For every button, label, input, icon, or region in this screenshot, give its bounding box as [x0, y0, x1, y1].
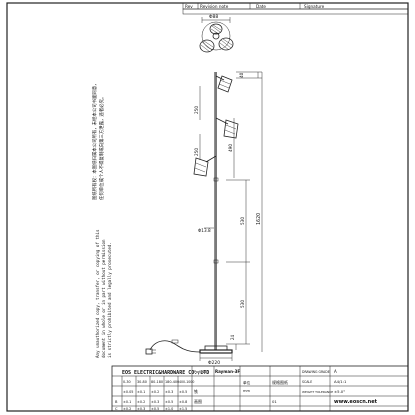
- shade-top: [209, 23, 223, 35]
- tol-r1-c3: ±0.5: [165, 400, 173, 404]
- note-cn-line-1: 图纸所有权：本图纸归属本公司所有，未经本公司书面同意，: [91, 81, 98, 200]
- rev-col-label: Rev: [185, 4, 193, 9]
- top-view-diameter-label: Φ88: [209, 14, 218, 20]
- tol-head-0: 0-30: [123, 380, 131, 384]
- tol-r0-c0: ±0.05: [123, 390, 133, 394]
- tol-head-2: 80-180: [151, 380, 163, 384]
- tol-grade-2: C: [115, 407, 118, 411]
- note-en-line-2: document in whole or in part without per…: [101, 239, 106, 358]
- weight-tolerance-value: ±5.0°: [334, 389, 345, 394]
- tol-r1-c4: ±0.8: [179, 400, 187, 404]
- dim-arm-middle: 250: [194, 148, 199, 156]
- tol-r0-c2: ±0.2: [151, 390, 159, 394]
- tol-r1-c1: ±0.2: [137, 400, 145, 404]
- date-col-label: Date: [256, 4, 266, 9]
- signature-col-label: Signature: [304, 4, 325, 9]
- ownership-notes-en: Any unauthorized copy, transfer, or copy…: [95, 229, 112, 358]
- tol-r0-c4: ±0.5: [179, 390, 187, 394]
- note-cn-line-2: 任何单位或个人不得复制或向第三方泄露，违者必究。: [98, 95, 105, 200]
- side-shade-right: [215, 117, 239, 139]
- dim-base-diameter: Φ220: [208, 360, 220, 366]
- shade-right: [218, 37, 234, 51]
- weight-tolerance-label: WEIGHT TOLERANCE: [302, 390, 333, 394]
- tol-r1-c0: ±0.1: [123, 400, 131, 404]
- dim-overall-height: 1620: [256, 213, 262, 225]
- drawing-grade-label: DRAWING GRADE: [302, 370, 330, 374]
- dim-arm-right: 490: [228, 144, 233, 152]
- sheet-number: 01: [272, 399, 277, 404]
- side-view: 40 1620 490 530 530 24 250 250 Φ13.8 Φ22…: [145, 71, 263, 366]
- tol-r1-c2: ±0.3: [151, 400, 159, 404]
- side-shade-left: [193, 155, 217, 177]
- drawn-cn: 规格图纸: [272, 379, 288, 385]
- dim-tube-diameter: Φ13.8: [198, 228, 211, 233]
- tol-head-4: 400-1000: [179, 380, 194, 384]
- tol-r2-c2: ±0.5: [151, 407, 159, 411]
- scale-label: SCALE: [302, 380, 312, 384]
- base: [199, 345, 233, 354]
- top-view: Φ88: [199, 14, 234, 53]
- part-label: Part No.: [194, 370, 207, 374]
- side-shade-top: [215, 75, 233, 93]
- unit-label: 单位: [243, 380, 251, 385]
- dim-base-thickness: 24: [230, 334, 235, 340]
- ownership-notes-cn: 图纸所有权：本图纸归属本公司所有，未经本公司书面同意， 任何单位或个人不得复制或…: [91, 81, 105, 200]
- shade-left: [199, 39, 215, 53]
- dim-segment-lower: 530: [240, 300, 245, 308]
- power-cable: [145, 339, 201, 355]
- tol-head-3: 180-400: [165, 380, 179, 384]
- title-block: EOS ELECTRIC&HARDWARE CO.,LTD 0-30 30-80…: [111, 365, 409, 412]
- material-cn: 铁: [194, 388, 198, 394]
- tol-r2-c0: ±0.2: [123, 407, 131, 411]
- drawn-label: 画图: [194, 398, 202, 404]
- tol-r0-c3: ±0.3: [165, 390, 173, 394]
- tol-grade-1: B: [115, 400, 118, 404]
- part-name: Rayman-3F: [215, 369, 240, 374]
- dim-arm-upper: 250: [194, 106, 199, 114]
- tol-r2-c1: ±0.3: [137, 407, 145, 411]
- dim-top-offset: 40: [239, 72, 244, 78]
- revision-note-col-label: Revision note: [200, 4, 229, 9]
- scale-value: A4/1:1: [334, 379, 347, 384]
- tol-head-1: 30-80: [137, 380, 147, 384]
- dim-segment-upper: 530: [240, 217, 245, 225]
- company-name: EOS ELECTRIC&HARDWARE CO.,LTD: [122, 370, 209, 376]
- website: www.eoscn.net: [334, 399, 378, 405]
- tol-r2-c4: ±1.5: [179, 407, 187, 411]
- tol-r0-c1: ±0.1: [137, 390, 145, 394]
- drawing-grade-value: A: [334, 369, 337, 374]
- note-en-line-3: is strictly prohibited and legally prose…: [107, 242, 112, 358]
- note-en-line-1: Any unauthorized copy, transfer, or copy…: [95, 229, 100, 358]
- unit-value: mm: [243, 389, 251, 393]
- tol-r2-c3: ±1.0: [165, 407, 173, 411]
- revision-header: Rev Revision note Date Signature: [182, 2, 409, 15]
